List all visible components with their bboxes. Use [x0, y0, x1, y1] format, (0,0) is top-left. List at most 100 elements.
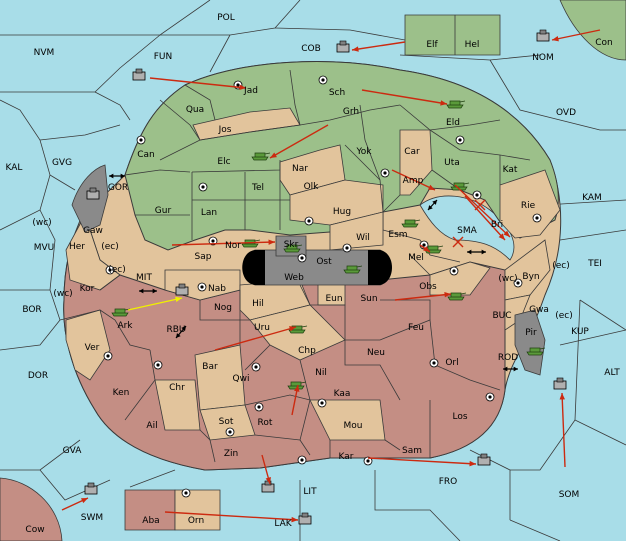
province-label: Kar: [339, 452, 354, 462]
province-orn: [174, 489, 221, 531]
fleet-unit[interactable]: [84, 482, 98, 495]
province-pir: [514, 309, 546, 376]
fleet-unit[interactable]: [536, 29, 550, 42]
black-end-east: [368, 250, 392, 285]
province-label: Yok: [355, 147, 372, 157]
province-label: Grh: [343, 107, 359, 117]
supply-center: [181, 488, 191, 498]
province-label: Uru: [254, 323, 270, 333]
army-unit[interactable]: [241, 239, 261, 248]
province-label: Rie: [521, 201, 536, 211]
order-arrow: [394, 291, 452, 301]
province-label: Pir: [525, 328, 537, 338]
sea-label: NOM: [532, 53, 554, 63]
coast-annotation: (ec): [101, 242, 119, 252]
army-unit[interactable]: [446, 100, 466, 109]
province-label: Wil: [356, 233, 370, 243]
strait-connector: [427, 199, 438, 211]
army-unit[interactable]: [526, 347, 546, 356]
army-unit[interactable]: [447, 292, 467, 301]
province-label: Nog: [214, 303, 232, 313]
army-unit[interactable]: [287, 381, 307, 390]
province-label: Nar: [292, 164, 308, 174]
fleet-unit[interactable]: [86, 187, 100, 200]
province-label: Nil: [315, 368, 327, 378]
black-end-west: [242, 250, 265, 285]
supply-center: [153, 360, 163, 370]
fleet-unit[interactable]: [553, 377, 567, 390]
sea-label: RBU: [166, 325, 185, 335]
province-label: Kat: [503, 165, 518, 175]
army-unit[interactable]: [283, 244, 303, 253]
fleet-unit[interactable]: [175, 283, 189, 296]
fleet-unit[interactable]: [336, 40, 350, 53]
province-label: Ost: [316, 257, 332, 267]
order-arrow: [269, 124, 329, 159]
supply-center: [532, 213, 542, 223]
coast-annotation: (wc): [53, 289, 72, 299]
sea-label: SWM: [81, 513, 103, 523]
supply-center: [472, 190, 482, 200]
province-label: Los: [452, 412, 467, 422]
sea-label: FUN: [154, 52, 173, 62]
sea-label: Con: [595, 38, 613, 48]
province-label: Web: [284, 273, 304, 283]
province-label: Nab: [208, 284, 226, 294]
strait-connector: [139, 288, 157, 294]
army-unit[interactable]: [111, 308, 131, 317]
province-label: Hug: [333, 207, 351, 217]
province-label: Olk: [304, 182, 320, 192]
order-arrow: [164, 511, 299, 523]
supply-center: [208, 236, 218, 246]
sea-label: SMA: [457, 226, 477, 236]
province-label: Eld: [446, 118, 460, 128]
province-label: Ail: [146, 421, 157, 431]
province-label: Orn: [188, 516, 204, 526]
fleet-unit[interactable]: [132, 68, 146, 81]
sea-label: KAL: [6, 163, 23, 173]
army-unit[interactable]: [251, 152, 271, 161]
sea-label: NVM: [34, 48, 55, 58]
sea-label: BOR: [22, 305, 41, 315]
province-label: Gur: [155, 206, 172, 216]
units: [84, 29, 567, 525]
province-label: Sap: [195, 252, 212, 262]
supply-center: [342, 243, 352, 253]
supply-center: [485, 392, 495, 402]
sea-label: COB: [301, 44, 321, 54]
strait-connector: [175, 325, 187, 339]
sea-label: MVU: [34, 243, 55, 253]
fleet-unit[interactable]: [298, 512, 312, 525]
province-label: Mel: [408, 253, 424, 263]
province-label: Orl: [445, 358, 458, 368]
supply-center: [136, 135, 146, 145]
order-arrow: [127, 296, 183, 311]
fleet-unit[interactable]: [477, 453, 491, 466]
supply-center: [105, 265, 115, 275]
province-label: Feu: [408, 323, 424, 333]
province-label: Jos: [218, 125, 232, 135]
province-obs: [429, 261, 491, 296]
coast-annotation: (ec): [552, 261, 570, 271]
province-label: Mou: [344, 421, 363, 431]
province-label: Qua: [186, 105, 204, 115]
supply-centers: [103, 75, 542, 498]
coast-annotation: (ec): [108, 265, 126, 275]
sea-label: ROD: [498, 353, 518, 363]
province-label: Obs: [419, 282, 437, 292]
province-label: Bar: [202, 362, 218, 372]
province-label: Qwi: [233, 374, 250, 384]
sea-label: LIT: [303, 487, 317, 497]
province-amp: [399, 129, 433, 196]
supply-center: [254, 402, 264, 412]
order-arrow: [149, 77, 247, 91]
order-arrow: [61, 497, 89, 511]
supply-center: [429, 358, 439, 368]
province-label: Sun: [360, 294, 377, 304]
province-label: Byn: [522, 272, 539, 282]
army-unit[interactable]: [401, 219, 421, 228]
province-label: Amp: [403, 176, 424, 186]
province-label: Eun: [325, 294, 342, 304]
army-unit[interactable]: [343, 265, 363, 274]
